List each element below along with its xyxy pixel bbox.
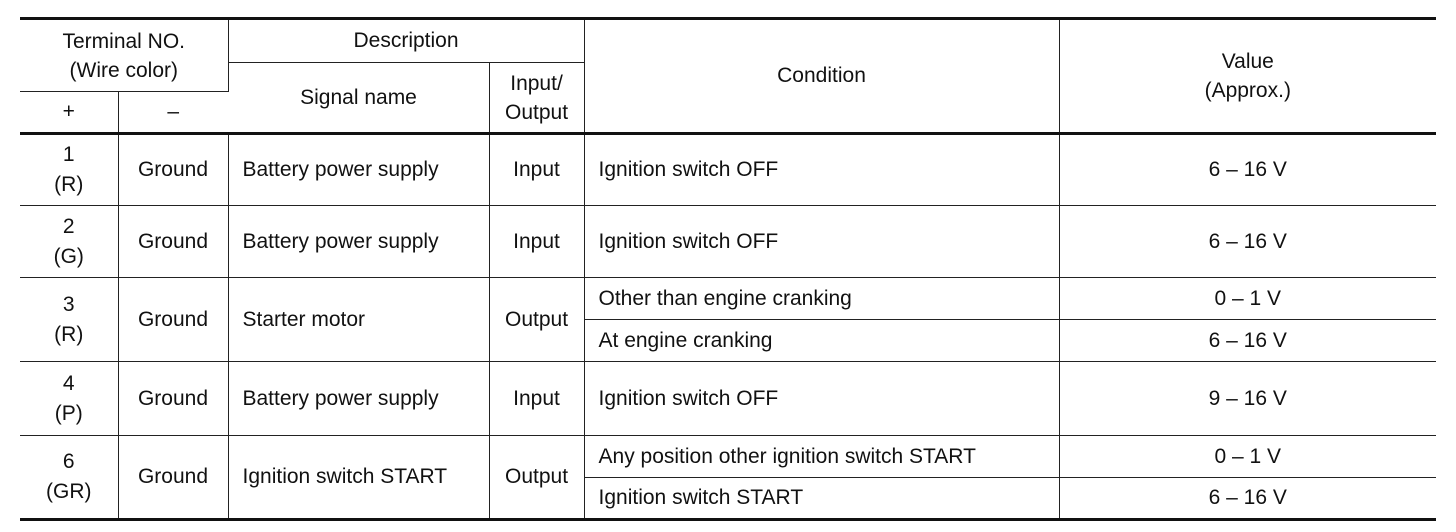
wire-color: (R) — [54, 322, 84, 346]
value-header: Value (Approx.) — [1058, 17, 1437, 135]
terminal-number: 1 — [62, 143, 75, 166]
value-cell: 0 – 1 V — [1058, 435, 1437, 478]
ground-cell: Ground — [117, 361, 229, 436]
terminal-no-label: Terminal NO. — [62, 29, 186, 53]
wire-color: (R) — [54, 173, 84, 196]
ground-cell: Ground — [117, 435, 229, 521]
terminal-table: Terminal NO. (Wire color) Description Co… — [20, 17, 1437, 521]
description-header: Description — [227, 17, 585, 63]
terminal-cell: 1 (R) — [20, 133, 119, 206]
condition-cell: Other than engine cranking — [583, 277, 1060, 320]
terminal-table-container: Terminal NO. (Wire color) Description Co… — [20, 17, 1437, 521]
signal-name-header: Signal name — [228, 62, 490, 135]
condition-cell: Ignition switch OFF — [583, 205, 1060, 278]
table-row: 4 (P) Ground Battery power supply Input … — [20, 361, 1437, 436]
plus-header: + — [20, 91, 119, 135]
io-cell: Input — [488, 361, 585, 436]
value-cell: 6 – 16 V — [1058, 133, 1437, 206]
ground-cell: Ground — [117, 133, 229, 206]
terminal-number: 2 — [62, 214, 75, 238]
table-body: 1 (R) Ground Battery power supply Input … — [20, 133, 1437, 521]
signal-name-cell: Ignition switch START — [227, 435, 490, 521]
condition-cell: Ignition switch OFF — [583, 133, 1060, 206]
table-row: Ignition switch START 6 – 16 V — [20, 477, 1437, 521]
condition-cell: Any position other ignition switch START — [583, 435, 1060, 478]
table-row: 6 (GR) Ground Ignition switch START Outp… — [20, 435, 1437, 521]
approx-label: (Approx.) — [1204, 79, 1291, 102]
signal-name-cell: Battery power supply — [227, 361, 490, 436]
terminal-cell: 3 (R) — [20, 277, 119, 362]
terminal-number: 3 — [62, 292, 75, 316]
io-cell: Input — [488, 205, 585, 278]
condition-cell: Ignition switch START — [584, 477, 1060, 521]
table-row: 3 (R) Ground Starter motor Output Other … — [20, 277, 1437, 362]
value-cell: 6 – 16 V — [1058, 319, 1437, 362]
table-row: At engine cranking 6 – 16 V — [20, 319, 1437, 362]
wire-color: (G) — [53, 244, 84, 268]
ground-cell: Ground — [117, 277, 229, 362]
terminal-number: 6 — [62, 450, 75, 473]
terminal-number: 4 — [62, 371, 75, 395]
value-label: Value — [1221, 50, 1274, 73]
input-label: Input/ — [510, 71, 563, 95]
value-cell: 9 – 16 V — [1058, 361, 1437, 436]
signal-name-cell: Starter motor — [227, 277, 490, 362]
condition-cell: At engine cranking — [584, 319, 1060, 362]
io-cell: Output — [488, 435, 585, 521]
terminal-cell: 4 (P) — [20, 361, 119, 436]
value-cell: 0 – 1 V — [1058, 277, 1437, 320]
value-cell: 6 – 16 V — [1058, 205, 1437, 278]
table-row: 1 (R) Ground Battery power supply Input … — [20, 133, 1437, 206]
minus-header: – — [117, 91, 228, 135]
ground-cell: Ground — [117, 205, 229, 278]
terminal-cell: 6 (GR) — [20, 435, 119, 521]
terminal-no-header: Terminal NO. (Wire color) — [20, 17, 229, 92]
io-cell: Output — [488, 277, 585, 362]
value-cell: 6 – 16 V — [1058, 477, 1437, 521]
wire-color: (P) — [54, 401, 83, 425]
input-output-header: Input/ Output — [488, 62, 585, 135]
wire-color: (GR) — [46, 480, 92, 503]
signal-name-cell: Battery power supply — [227, 133, 490, 206]
condition-cell: Ignition switch OFF — [583, 361, 1060, 436]
table-row: 2 (G) Ground Battery power supply Input … — [20, 205, 1437, 278]
signal-name-cell: Battery power supply — [227, 205, 490, 278]
output-label: Output — [504, 100, 569, 124]
wire-color-label: (Wire color) — [69, 58, 179, 82]
condition-header: Condition — [583, 17, 1060, 135]
table-header: Terminal NO. (Wire color) Description Co… — [20, 17, 1437, 135]
io-cell: Input — [488, 133, 585, 206]
terminal-cell: 2 (G) — [20, 205, 119, 278]
